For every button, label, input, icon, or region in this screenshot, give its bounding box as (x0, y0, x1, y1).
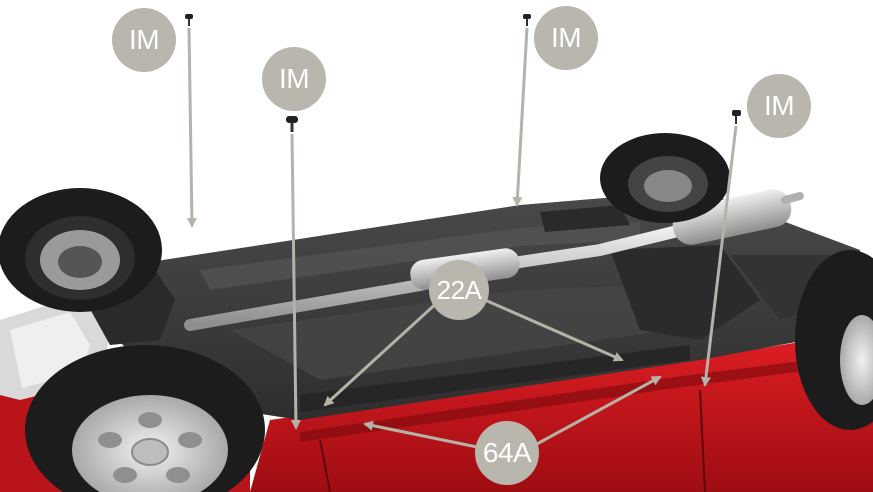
callout-im: IM (747, 74, 811, 138)
callout-im: IM (534, 6, 598, 70)
screw-icon (286, 116, 298, 132)
64a-arrows (363, 375, 662, 450)
rear-left-wheel (0, 188, 162, 312)
rear-right-wheel (600, 133, 730, 223)
callout-im: IM (262, 47, 326, 111)
callout-64a: 64A (475, 421, 539, 485)
front-right-wheel (795, 250, 873, 430)
22a-arrows (323, 298, 624, 407)
im-arrows (186, 27, 738, 430)
screw-icon (185, 14, 193, 26)
callout-22a: 22A (429, 260, 489, 320)
floor-pan (110, 190, 860, 420)
screw-icon (523, 14, 531, 26)
screw-icon (732, 110, 741, 124)
callout-im: IM (112, 8, 176, 72)
front-left-wheel (25, 345, 265, 492)
